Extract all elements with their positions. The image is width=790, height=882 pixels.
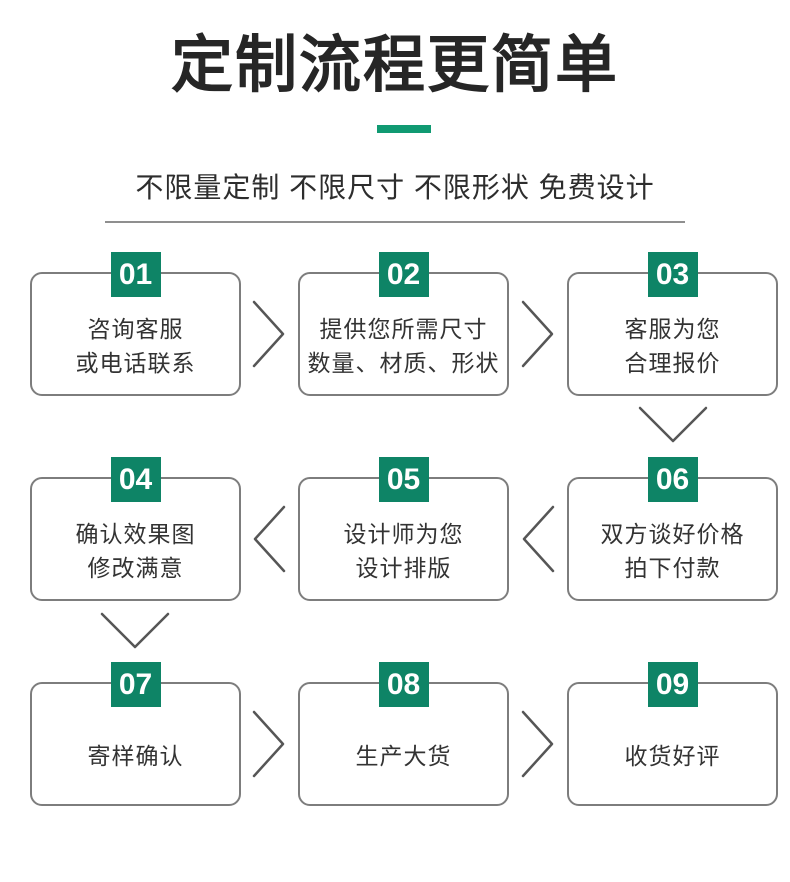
step-number-badge: 04	[110, 457, 161, 502]
chevron-right-icon	[521, 710, 554, 778]
step-number-badge: 02	[378, 252, 429, 297]
step-number-badge: 08	[378, 662, 429, 707]
chevron-down-icon	[638, 406, 708, 443]
step-card-01: 01 咨询客服 或电话联系	[30, 252, 241, 396]
step-label-line2: 拍下付款	[624, 554, 721, 581]
step-label-line1: 确认效果图	[75, 520, 196, 547]
step-label-line2: 合理报价	[624, 349, 721, 376]
step-number-badge: 09	[647, 662, 698, 707]
chevron-left-icon	[522, 505, 555, 573]
subtitle: 不限量定制 不限尺寸 不限形状 免费设计	[135, 172, 655, 203]
step-number-badge: 03	[647, 252, 698, 297]
step-label-line1: 双方谈好价格	[600, 520, 745, 547]
step-card-04: 04 确认效果图 修改满意	[30, 457, 241, 601]
step-label-line1: 设计师为您	[343, 520, 464, 547]
step-label-line2: 修改满意	[87, 554, 184, 581]
step-card-06: 06 双方谈好价格 拍下付款	[567, 457, 778, 601]
step-number-badge: 01	[110, 252, 161, 297]
step-label-line2: 数量、材质、形状	[307, 349, 500, 376]
step-card-07: 07 寄样确认	[30, 662, 241, 806]
step-card-05: 05 设计师为您 设计排版	[298, 457, 509, 601]
chevron-down-icon	[100, 612, 170, 649]
chevron-right-icon	[521, 300, 554, 368]
page-title: 定制流程更简单	[170, 31, 619, 100]
title-underline-bar	[377, 125, 431, 133]
step-number-badge: 06	[647, 457, 698, 502]
chevron-right-icon	[252, 300, 285, 368]
step-card-03: 03 客服为您 合理报价	[567, 252, 778, 396]
step-card-02: 02 提供您所需尺寸 数量、材质、形状	[298, 252, 509, 396]
step-label-line1: 客服为您	[624, 315, 721, 342]
step-number-badge: 07	[110, 662, 161, 707]
step-card-08: 08 生产大货	[298, 662, 509, 806]
step-label-line1: 咨询客服	[87, 315, 184, 342]
step-label-line1: 生产大货	[355, 742, 452, 769]
step-label-line1: 寄样确认	[87, 742, 184, 769]
step-label-line2: 或电话联系	[75, 349, 196, 376]
step-label-line2: 设计排版	[355, 554, 452, 581]
subtitle-divider-line	[105, 221, 685, 223]
chevron-right-icon	[252, 710, 285, 778]
step-number-badge: 05	[378, 457, 429, 502]
step-label-line1: 收货好评	[624, 742, 721, 769]
step-label-line1: 提供您所需尺寸	[319, 315, 488, 342]
chevron-left-icon	[253, 505, 286, 573]
step-card-09: 09 收货好评	[567, 662, 778, 806]
